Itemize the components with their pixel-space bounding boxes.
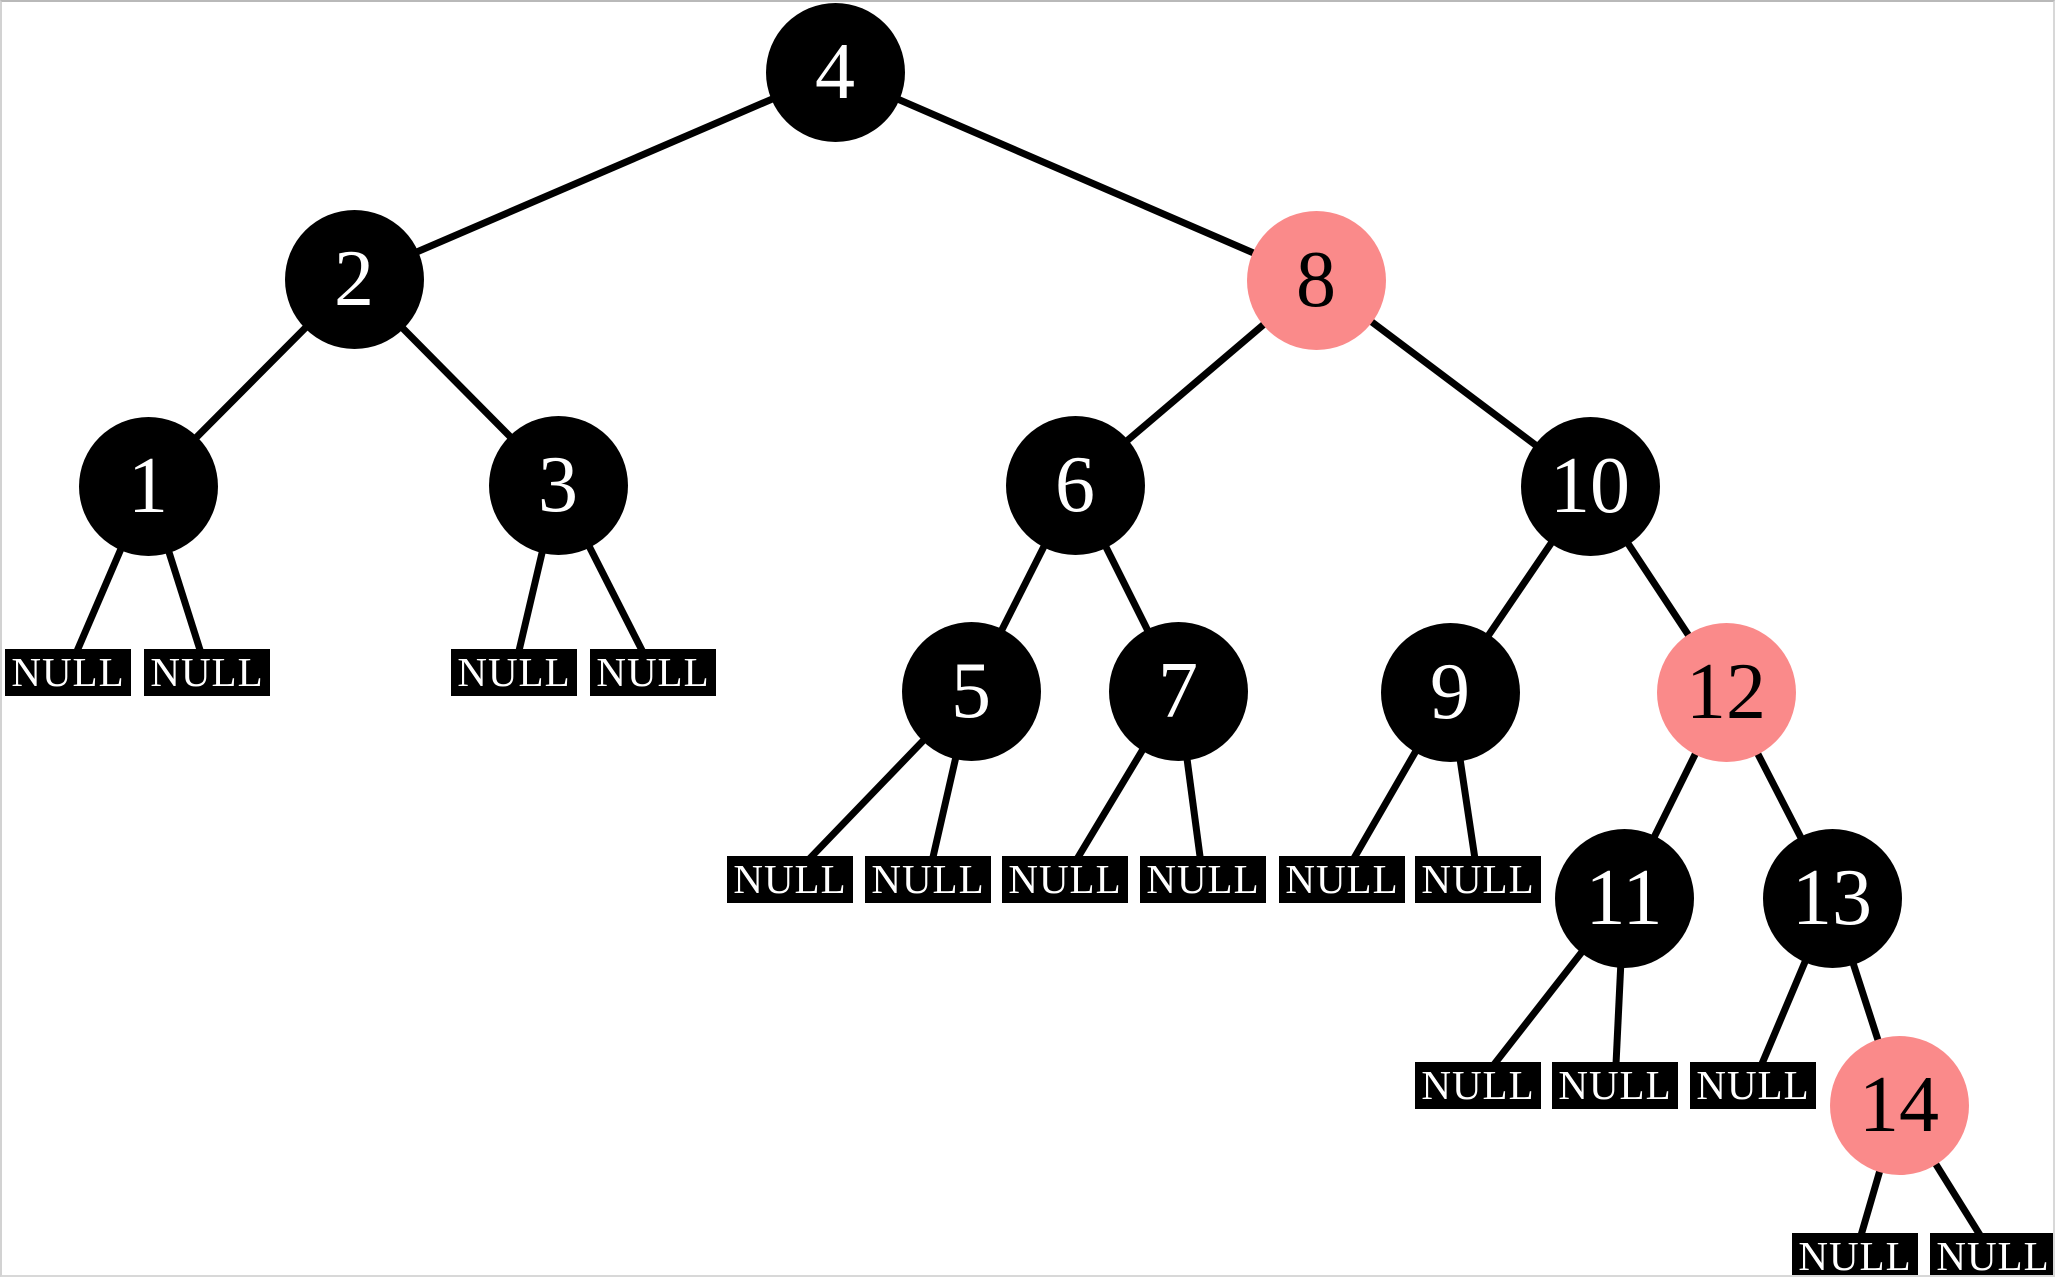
tree-node-10: 10 (1520, 416, 1660, 556)
tree-node-12: 12 (1656, 622, 1796, 762)
tree-node-13: 13 (1762, 828, 1902, 968)
null-leaf-null-13L: NULL (1690, 1061, 1816, 1109)
tree-node-4: 4 (765, 2, 905, 142)
tree-node-7: 7 (1108, 621, 1248, 761)
tree-node-1: 1 (78, 416, 218, 556)
null-leaf-null-3L: NULL (451, 648, 577, 696)
tree-edge-4-8 (833, 68, 1318, 284)
tree-edge-4-2 (352, 68, 837, 283)
null-leaf-null-7L: NULL (1002, 855, 1128, 903)
tree-node-14: 14 (1829, 1035, 1969, 1175)
null-leaf-null-1L: NULL (5, 648, 131, 696)
tree-node-5: 5 (901, 621, 1041, 761)
null-leaf-null-9R: NULL (1415, 855, 1541, 903)
tree-node-6: 6 (1005, 415, 1145, 555)
null-leaf-null-11R: NULL (1552, 1061, 1678, 1109)
tree-node-9: 9 (1380, 622, 1520, 762)
null-leaf-null-7R: NULL (1140, 855, 1266, 903)
null-leaf-null-11L: NULL (1415, 1061, 1541, 1109)
null-leaf-null-14L: NULL (1792, 1232, 1918, 1275)
null-leaf-null-5R: NULL (865, 855, 991, 903)
tree-node-2: 2 (284, 209, 424, 349)
null-leaf-null-3R: NULL (590, 648, 716, 696)
null-leaf-null-14R: NULL (1930, 1232, 2053, 1275)
null-leaf-null-1R: NULL (144, 648, 270, 696)
tree-node-8: 8 (1246, 210, 1386, 350)
null-leaf-null-5L: NULL (727, 855, 853, 903)
tree-node-3: 3 (488, 415, 628, 555)
null-leaf-null-9L: NULL (1279, 855, 1405, 903)
tree-node-11: 11 (1554, 828, 1694, 968)
